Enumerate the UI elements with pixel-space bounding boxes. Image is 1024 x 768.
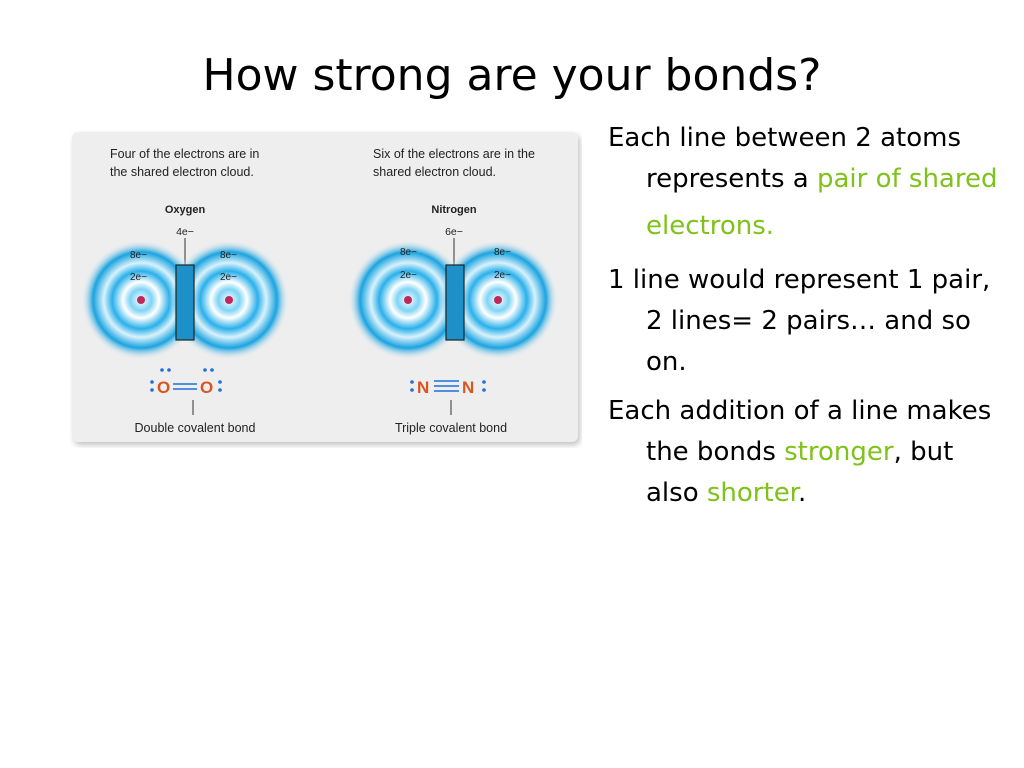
highlight-pair-of-shared: pair of shared	[816, 164, 998, 194]
oxygen-label: Oxygen	[165, 204, 206, 216]
oxygen-right-nucleus	[225, 296, 233, 304]
covalent-bond-figure: Four of the electrons are in the shared …	[70, 130, 582, 448]
oxygen-symbol-left: O	[157, 378, 170, 397]
oxygen-shared-electrons: 4e−	[176, 226, 194, 238]
bullet-list: Each line between 2 atoms represents a p…	[608, 118, 1008, 514]
nitrogen-left-outer-label: 8e−	[400, 247, 417, 258]
nitrogen-label: Nitrogen	[431, 204, 477, 216]
oxygen-left-nucleus	[137, 296, 145, 304]
bullet-text: 1 line would represent 1 pair, 2 lines= …	[608, 265, 991, 377]
nitrogen-symbol-right: N	[462, 378, 474, 397]
figure-panel	[72, 132, 578, 442]
bullet-text: Each addition of a line makes the bonds	[608, 396, 992, 467]
oxygen-panel: Four of the electrons are in the shared …	[81, 147, 289, 435]
oxygen-lewis-structure: O O	[150, 368, 222, 397]
nitrogen-right-inner-label: 2e−	[494, 270, 511, 281]
bullet-addition-of-line: Each addition of a line makes the bonds …	[608, 391, 1008, 514]
oxygen-caption-line1: Four of the electrons are in	[110, 147, 259, 161]
highlight-electrons: electrons.	[646, 211, 775, 241]
highlight-stronger: stronger	[784, 437, 894, 467]
nitrogen-bond-name: Triple covalent bond	[395, 421, 507, 435]
bullet-text: , but also	[646, 437, 954, 508]
bullet-text: .	[798, 478, 807, 508]
oxygen-left-outer-label: 8e−	[130, 250, 147, 261]
oxygen-right-inner-label: 2e−	[220, 272, 237, 283]
oxygen-caption-line2: the shared electron cloud.	[110, 165, 254, 179]
nitrogen-symbol-left: N	[417, 378, 429, 397]
nitrogen-shared-electrons: 6e−	[445, 226, 463, 238]
oxygen-right-outer-label: 8e−	[220, 250, 237, 261]
highlight-shorter: shorter	[706, 478, 798, 508]
bullet-text: Each line between 2 atoms represents a	[608, 123, 961, 194]
oxygen-shared-region	[175, 264, 195, 341]
nitrogen-right-nucleus	[494, 296, 502, 304]
oxygen-left-inner-label: 2e−	[130, 272, 147, 283]
bullet-line-represents-pair: Each line between 2 atoms represents a p…	[608, 118, 1008, 252]
nitrogen-left-nucleus	[404, 296, 412, 304]
nitrogen-panel: Six of the electrons are in the shared e…	[348, 147, 558, 435]
oxygen-symbol-right: O	[200, 378, 213, 397]
bullet-lines-pairs: 1 line would represent 1 pair, 2 lines= …	[608, 260, 1008, 383]
oxygen-bond-name: Double covalent bond	[135, 421, 256, 435]
slide-title: How strong are your bonds?	[202, 50, 822, 101]
nitrogen-caption-line2: shared electron cloud.	[373, 165, 496, 179]
nitrogen-left-inner-label: 2e−	[400, 270, 417, 281]
nitrogen-right-outer-label: 8e−	[494, 247, 511, 258]
nitrogen-lewis-structure: N N	[410, 378, 486, 397]
nitrogen-shared-region	[445, 264, 465, 341]
nitrogen-caption-line1: Six of the electrons are in the	[373, 147, 535, 161]
